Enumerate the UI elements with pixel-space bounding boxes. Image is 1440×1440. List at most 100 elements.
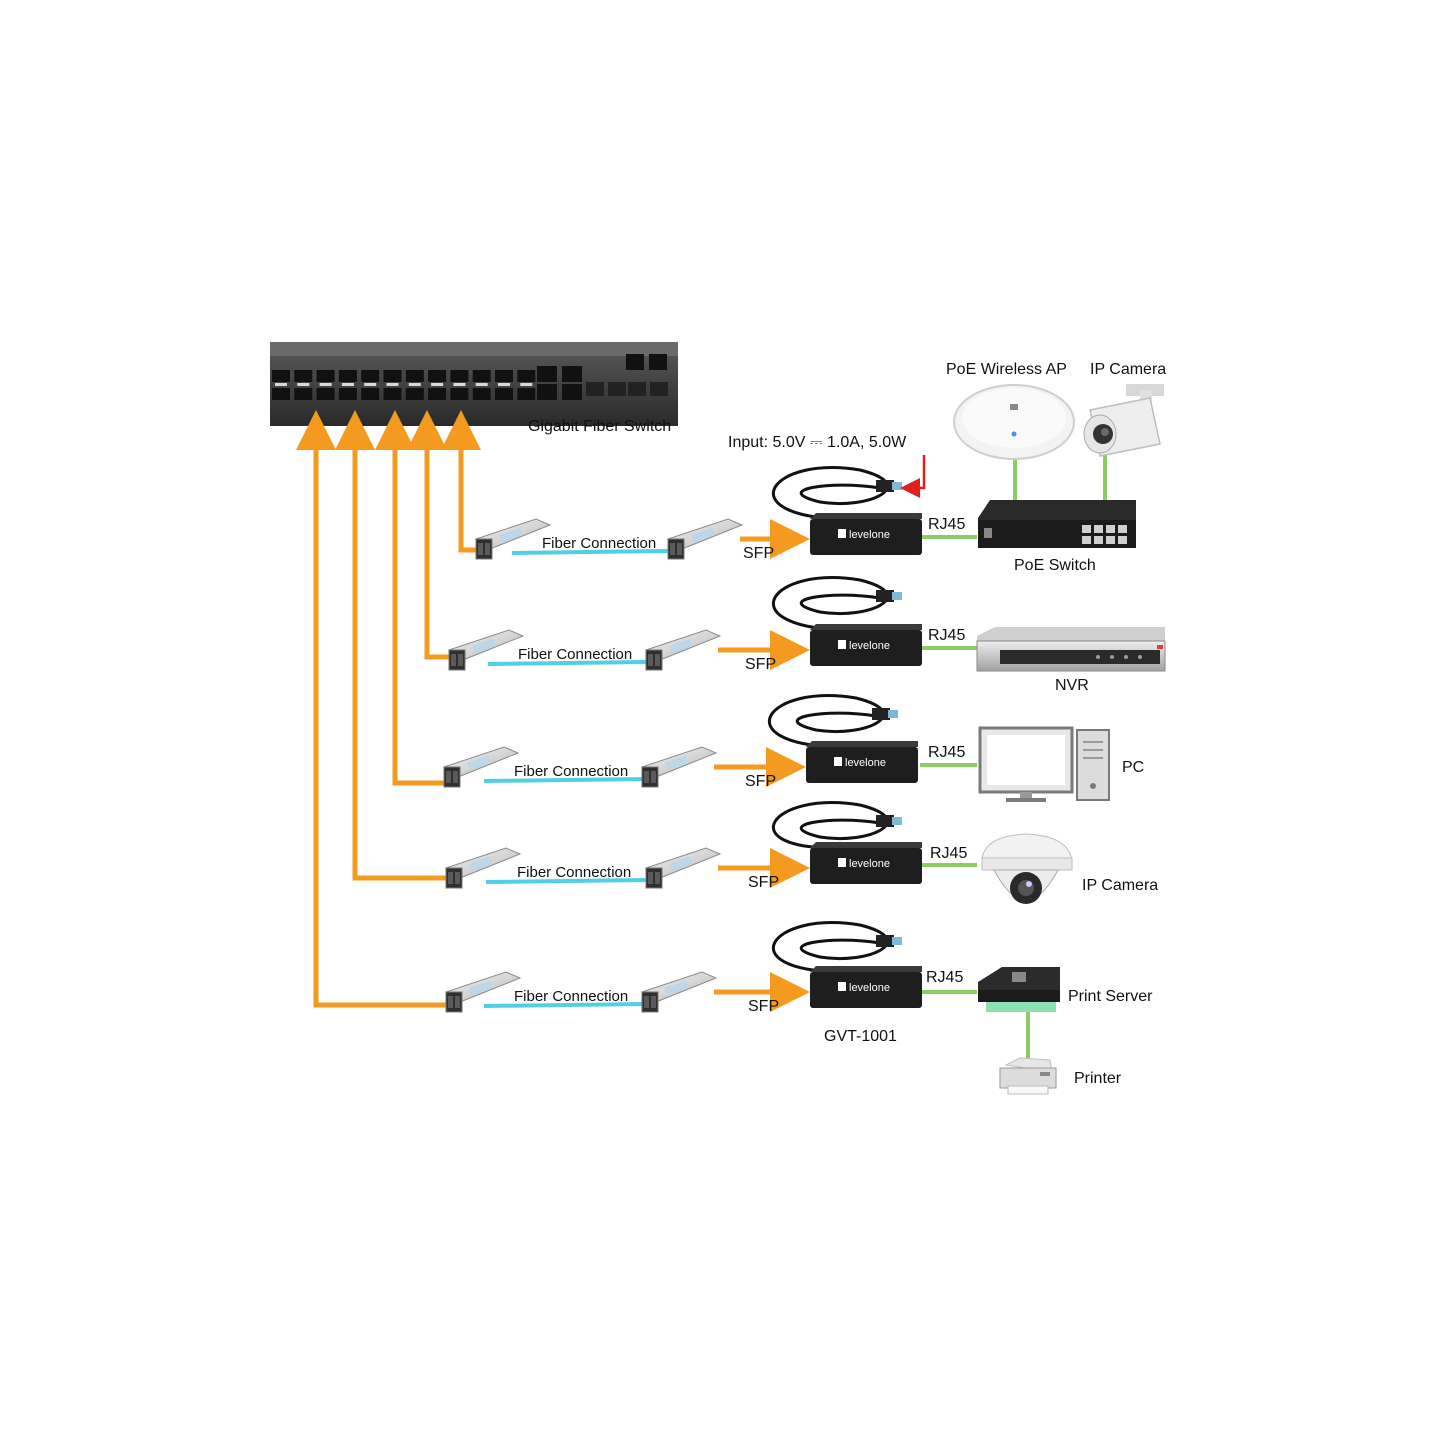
poe-switch-label: PoE Switch xyxy=(1014,557,1096,574)
levelone-logo-text: levelone xyxy=(849,982,890,994)
switch-port xyxy=(517,388,536,400)
switch-port-tab xyxy=(408,383,421,386)
levelone-logo-mark xyxy=(838,640,846,649)
orange-uplinks xyxy=(296,410,481,1008)
fiber-line xyxy=(487,660,647,666)
printer xyxy=(999,1057,1057,1095)
fiber-connection-label: Fiber Connection xyxy=(514,763,628,780)
switch-port xyxy=(428,370,447,382)
switch-port xyxy=(495,388,513,400)
pc xyxy=(978,726,1110,802)
sfp-label: SFP xyxy=(743,545,774,562)
switch-port xyxy=(428,388,447,400)
switch-port-tab xyxy=(431,383,444,386)
usb-power-cable xyxy=(771,801,889,850)
rj45-label: RJ45 xyxy=(930,845,967,862)
usb-plug-tip xyxy=(892,592,902,600)
levelone-logo-text: levelone xyxy=(849,858,890,870)
gvt-1001-converter: levelone xyxy=(806,741,918,783)
switch-port xyxy=(361,370,380,382)
sfp-module-right xyxy=(640,971,718,1013)
switch-port-tab xyxy=(453,383,466,386)
switch-port xyxy=(472,370,491,382)
usb-power-cable xyxy=(767,694,885,749)
rj45-label: RJ45 xyxy=(928,516,965,533)
sfp-module-right xyxy=(644,847,722,889)
poe-switch xyxy=(978,500,1136,548)
switch-port xyxy=(517,370,536,382)
usb-plug xyxy=(876,935,894,947)
gvt-1001-converter: levelone xyxy=(810,513,922,555)
switch-port xyxy=(272,370,290,382)
switch-port xyxy=(294,388,313,400)
levelone-logo-text: levelone xyxy=(845,757,886,769)
print-server-label: Print Server xyxy=(1068,988,1153,1005)
usb-plug-tip xyxy=(892,482,902,490)
switch-port xyxy=(450,388,469,400)
ip-camera-label: IP Camera xyxy=(1082,877,1158,894)
green-links xyxy=(920,455,1107,1058)
uplink-2 xyxy=(407,410,449,660)
ip-camera-top-label: IP Camera xyxy=(1090,361,1166,378)
ip-camera-bullet xyxy=(1083,384,1164,457)
uplink-3 xyxy=(375,410,444,786)
levelone-logo-text: levelone xyxy=(849,640,890,652)
fiber-connection-label: Fiber Connection xyxy=(517,864,631,881)
switch-label: Gigabit Fiber Switch xyxy=(528,418,671,435)
gigabit-fiber-switch xyxy=(270,342,678,426)
rj45-label: RJ45 xyxy=(926,969,963,986)
fiber-line xyxy=(483,1002,643,1008)
input-arrow xyxy=(900,455,926,498)
switch-port-tab xyxy=(275,383,287,386)
model-label: GVT-1001 xyxy=(824,1028,897,1045)
uplink-4 xyxy=(335,410,446,881)
gvt-1001-converter: levelone xyxy=(810,842,922,884)
switch-port xyxy=(405,388,424,400)
nvr xyxy=(976,627,1166,672)
uplink-1 xyxy=(441,410,481,553)
sfp-module-left xyxy=(474,518,552,560)
gvt-1001-converter: levelone xyxy=(810,624,922,666)
usb-plug xyxy=(872,708,890,720)
sfp-module-left xyxy=(447,629,525,671)
input-spec-label: Input: 5.0V ⎓ 1.0A, 5.0W xyxy=(728,434,907,451)
usb-power-cable xyxy=(771,466,889,521)
levelone-logo-mark xyxy=(838,982,846,991)
switch-port-tab xyxy=(475,383,488,386)
rj45-label: RJ45 xyxy=(928,744,965,761)
sfp-module-left xyxy=(444,847,522,889)
levelone-logo-mark xyxy=(838,529,846,538)
switch-port-tab xyxy=(520,383,533,386)
switch-port-tab xyxy=(297,383,310,386)
switch-port-tab xyxy=(364,383,377,386)
switch-port xyxy=(316,388,335,400)
sfp-module-right xyxy=(644,629,722,671)
switch-port-tab xyxy=(498,383,510,386)
sfp-module-left xyxy=(442,746,520,788)
usb-plug-tip xyxy=(888,710,898,718)
switch-port-tab xyxy=(341,383,354,386)
usb-plug xyxy=(876,815,894,827)
levelone-logo-mark xyxy=(834,757,842,766)
switch-port-tab xyxy=(386,383,399,386)
levelone-logo-mark xyxy=(838,858,846,867)
fiber-line xyxy=(483,777,643,783)
poe-wireless-ap-label: PoE Wireless AP xyxy=(946,361,1067,378)
pc-label: PC xyxy=(1122,759,1144,776)
usb-plug-tip xyxy=(892,817,902,825)
uplink-5 xyxy=(296,410,446,1008)
sfp-label: SFP xyxy=(745,656,776,673)
usb-plug xyxy=(876,590,894,602)
switch-port xyxy=(405,370,424,382)
gvt-1001-converter: levelone xyxy=(810,966,922,1008)
switch-sfp-ports xyxy=(272,370,536,400)
sfp-label: SFP xyxy=(748,998,779,1015)
sfp-label: SFP xyxy=(745,773,776,790)
fiber-connection-label: Fiber Connection xyxy=(518,646,632,663)
ip-camera-dome xyxy=(981,833,1073,904)
